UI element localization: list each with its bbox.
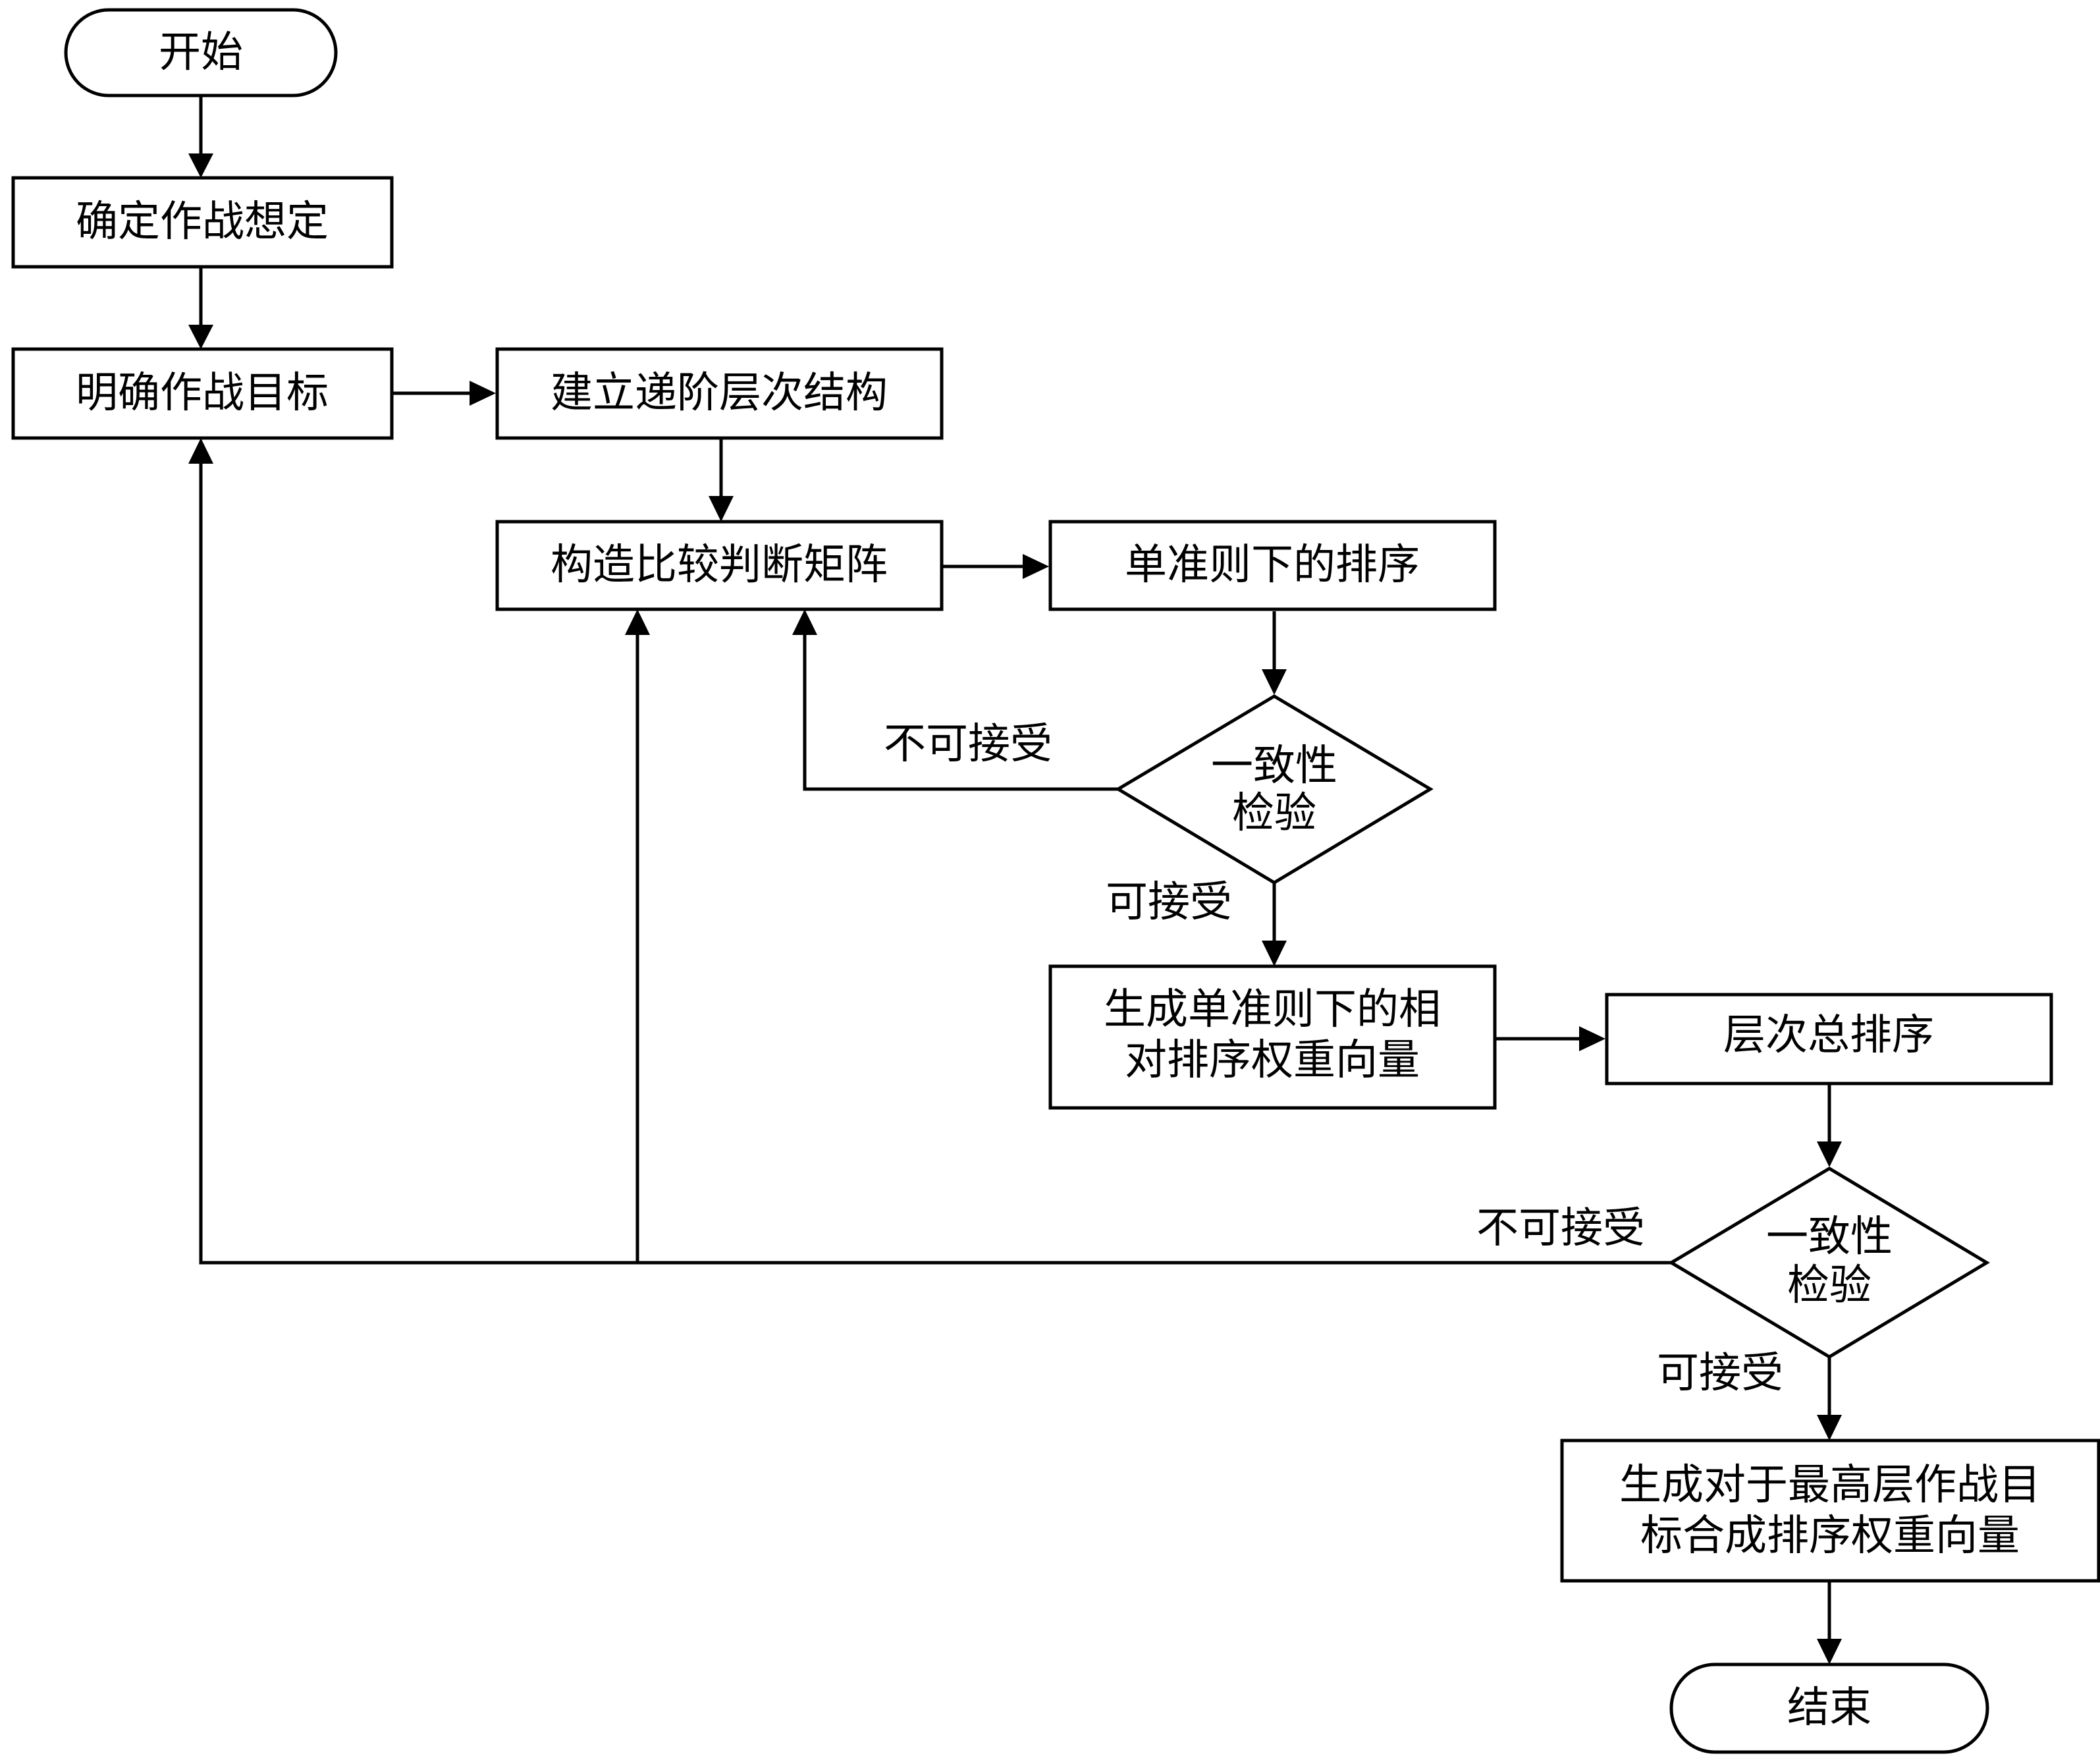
label-unacceptable-2: 不可接受 [1476, 1204, 1645, 1253]
start-terminal [64, 8, 338, 97]
arrow-head [188, 438, 213, 464]
node-generate-composite-weights: 生成对于最高层作战目 标合成排序权重向量 [1560, 1439, 2100, 1583]
node-total-ranking: 层次总排序 [1605, 993, 2053, 1085]
construct-matrix-label: 构造比较判断矩阵 [551, 541, 888, 590]
arrow-head [709, 496, 734, 522]
arrow-head [1817, 1141, 1842, 1167]
node-define-scenario: 确定作战想定 [11, 176, 394, 269]
arrow-head [625, 609, 650, 635]
arrow-head [188, 325, 213, 349]
node-single-criterion-ranking: 单准则下的排序 [1048, 520, 1497, 611]
node-consistency-check-1: 一致性 检验 [1115, 694, 1434, 885]
generate-composite-weights-line1: 生成对于最高层作战目 [1619, 1461, 2041, 1510]
start-label: 开始 [159, 28, 243, 77]
connectors [188, 96, 1842, 1664]
build-hierarchy-box [495, 347, 944, 440]
arrow-head [792, 609, 817, 635]
define-scenario-box [11, 176, 394, 269]
arrow-head [188, 153, 213, 178]
construct-matrix-box [495, 520, 944, 611]
node-clarify-objective: 明确作战目标 [11, 347, 394, 440]
clarify-objective-label: 明确作战目标 [76, 369, 329, 418]
consistency-check-1-line1: 一致性 [1211, 742, 1337, 790]
edge-check1-reject-loop [803, 634, 1118, 791]
consistency-check-1-line2: 检验 [1232, 789, 1316, 838]
define-scenario-label: 确定作战想定 [76, 198, 329, 246]
node-generate-relative-weights: 生成单准则下的相 对排序权重向量 [1048, 964, 1497, 1110]
node-consistency-check-2: 一致性 检验 [1668, 1167, 1990, 1359]
edge-check2-reject-loop [199, 462, 1671, 1265]
generate-composite-weights-box [1560, 1439, 2100, 1583]
node-start: 开始 [64, 8, 338, 97]
node-construct-matrix: 构造比较判断矩阵 [495, 520, 944, 611]
total-ranking-box [1605, 993, 2053, 1085]
generate-composite-weights-line2: 标合成排序权重向量 [1640, 1512, 2020, 1560]
arrow-head [1262, 941, 1287, 966]
end-terminal [1669, 1662, 1989, 1754]
generate-relative-weights-line1: 生成单准则下的相 [1104, 985, 1441, 1034]
single-criterion-ranking-label: 单准则下的排序 [1125, 541, 1420, 590]
node-build-hierarchy: 建立递阶层次结构 [495, 347, 944, 440]
generate-relative-weights-line2: 对排序权重向量 [1125, 1036, 1420, 1085]
single-criterion-ranking-box [1048, 520, 1497, 611]
label-acceptable-1: 可接受 [1106, 878, 1232, 927]
consistency-check-2-line2: 检验 [1787, 1261, 1871, 1310]
arrow-head [470, 381, 496, 406]
label-unacceptable-1: 不可接受 [884, 720, 1052, 769]
edge-labels: 不可接受 可接受 不可接受 可接受 [884, 720, 1783, 1398]
arrow-head [1262, 669, 1287, 695]
arrow-head [1579, 1026, 1605, 1051]
total-ranking-label: 层次总排序 [1723, 1011, 1934, 1060]
arrow-head [1817, 1639, 1842, 1664]
consistency-check-1-diamond [1115, 694, 1434, 885]
generate-relative-weights-box [1048, 964, 1497, 1110]
build-hierarchy-label: 建立递阶层次结构 [551, 369, 888, 418]
arrow-head [1817, 1415, 1842, 1441]
consistency-check-2-line1: 一致性 [1766, 1213, 1893, 1261]
arrow-head [1023, 554, 1049, 579]
label-acceptable-2: 可接受 [1657, 1349, 1783, 1398]
node-end: 结束 [1669, 1662, 1989, 1754]
consistency-check-2-diamond [1668, 1167, 1990, 1359]
clarify-objective-box [11, 347, 394, 440]
end-label: 结束 [1787, 1684, 1871, 1732]
